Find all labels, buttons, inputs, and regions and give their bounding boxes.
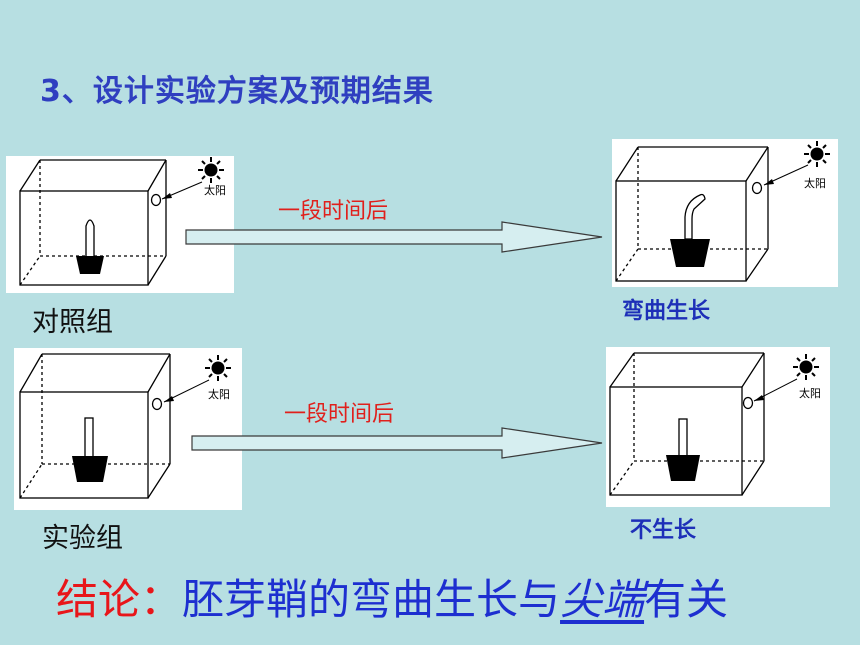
pot-icon — [72, 456, 108, 482]
box-icon — [609, 352, 765, 496]
arrow-right-icon — [191, 427, 603, 459]
pot-icon — [666, 455, 700, 481]
control-group-label: 对照组 — [32, 307, 113, 338]
coleoptile-icon — [84, 417, 94, 459]
sun-label: 太阳 — [208, 388, 230, 401]
experiment-after-panel: 太阳 — [606, 347, 830, 507]
sun-icon — [198, 157, 224, 183]
sun-label: 太阳 — [799, 387, 821, 400]
slide-title: 3、设计实验方案及预期结果 — [40, 74, 434, 109]
experiment-arrow — [190, 424, 604, 464]
experiment-arrow-label: 一段时间后 — [284, 402, 395, 427]
control-before-panel: 太阳 — [6, 156, 234, 293]
experiment-result-label: 不生长 — [630, 518, 697, 543]
sun-label: 太阳 — [204, 184, 226, 197]
sun-icon — [793, 354, 819, 380]
pot-icon — [76, 256, 104, 274]
arrow-right-icon — [185, 221, 603, 253]
conclusion: 结论：胚芽鞘的弯曲生长与尖端有关 — [56, 566, 728, 627]
pot-icon — [670, 239, 710, 267]
conclusion-text-after: 有关 — [644, 575, 729, 624]
conclusion-text-before: 胚芽鞘的弯曲生长与 — [182, 575, 561, 624]
experiment-group-label: 实验组 — [42, 523, 123, 554]
box-icon — [19, 353, 171, 499]
coleoptile-icon — [684, 193, 706, 240]
experiment-before-panel: 太阳 — [14, 348, 242, 510]
conclusion-label: 结论： — [56, 575, 183, 624]
sun-label: 太阳 — [804, 177, 826, 190]
control-after-panel: 太阳 — [612, 139, 838, 287]
box-icon — [615, 146, 769, 282]
control-arrow — [184, 218, 604, 258]
control-result-label: 弯曲生长 — [622, 299, 711, 324]
conclusion-keyword: 尖端 — [560, 575, 645, 624]
sun-icon — [804, 141, 830, 167]
box-icon — [19, 159, 167, 286]
coleoptile-icon — [678, 418, 688, 458]
control-arrow-label: 一段时间后 — [278, 199, 389, 224]
sun-icon — [205, 355, 231, 381]
coleoptile-icon — [85, 219, 95, 259]
